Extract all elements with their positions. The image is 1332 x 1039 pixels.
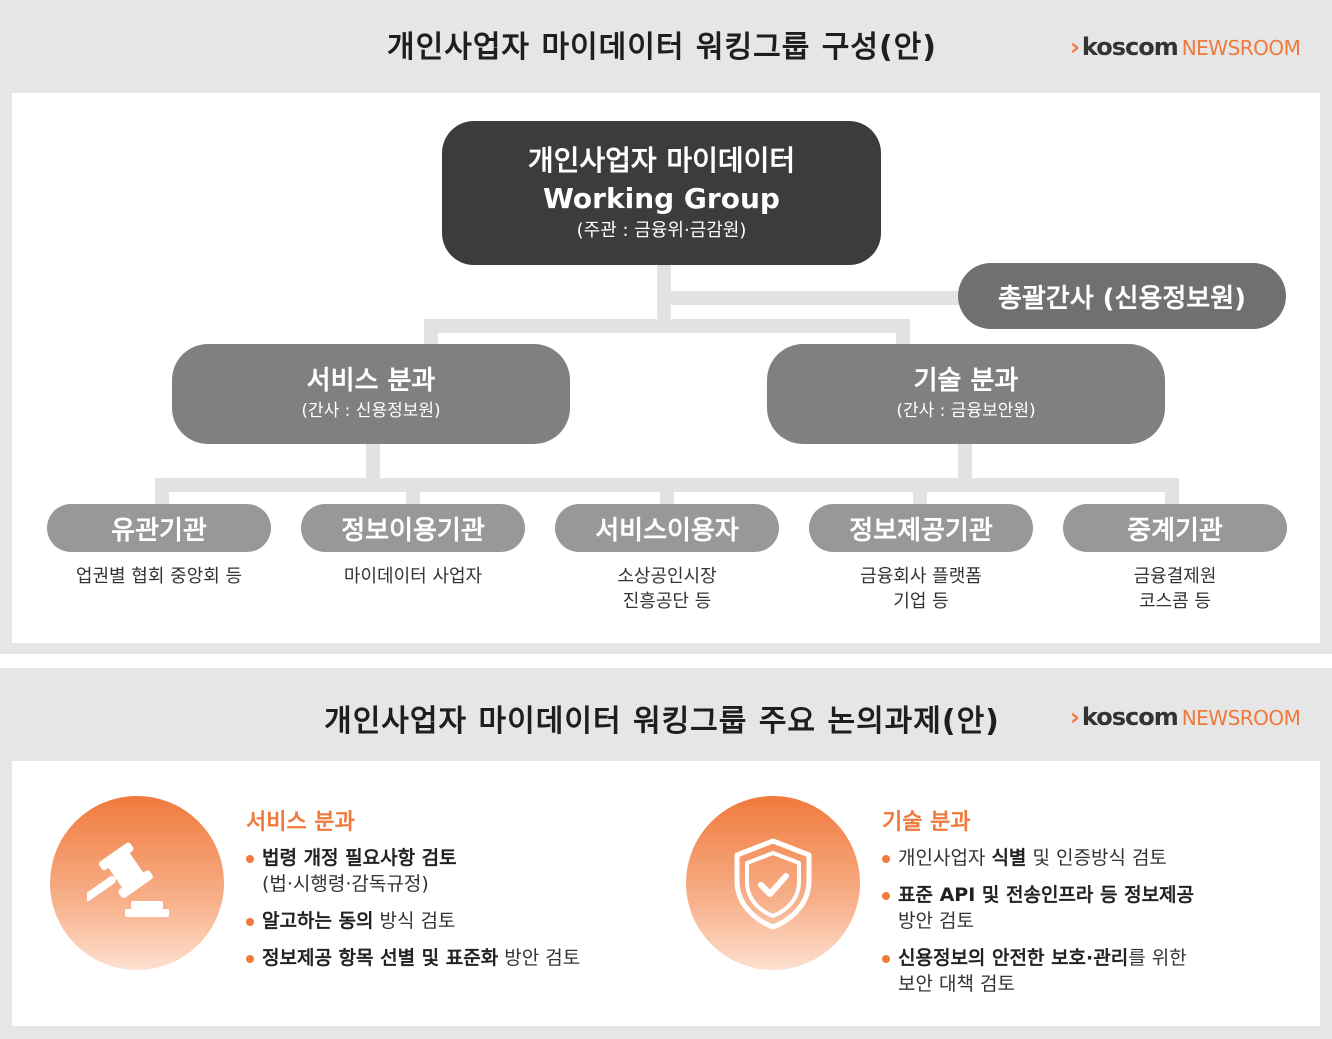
discussion-panel	[12, 761, 1320, 1026]
org-name: 중계기관	[1127, 515, 1223, 546]
task-text-pre: 개인사업자	[898, 847, 992, 869]
org-desc-line2: 진흥공단 등	[622, 591, 712, 612]
brand-suffix: NEWSROOM	[1181, 706, 1301, 730]
koscom-newsroom-logo: › koscom NEWSROOM	[1070, 703, 1301, 731]
org-box-info-user: 정보이용기관	[301, 504, 525, 552]
working-group-line1: 개인사업자 마이데이터	[527, 144, 796, 177]
task-text: 방식 검토	[373, 910, 456, 932]
org-name: 서비스이용자	[595, 515, 739, 546]
list-item: 개인사업자 식별 및 인증방식 검토	[882, 845, 1302, 871]
gavel-icon	[50, 796, 224, 970]
tech-division-box: 기술 분과 (간사 : 금융보안원)	[767, 344, 1165, 444]
org-desc-line1: 금융회사 플랫폼	[860, 566, 982, 587]
connector-tech-down	[958, 440, 972, 484]
connector-org2	[406, 478, 420, 510]
tech-task-list: 개인사업자 식별 및 인증방식 검토 표준 API 및 전송인프라 등 정보제공…	[882, 845, 1302, 1008]
org-name: 유관기관	[111, 515, 207, 546]
connector-org4	[913, 478, 927, 510]
section1-title: 개인사업자 마이데이터 워킹그룹 구성(안)	[387, 30, 937, 65]
org-desc-relay: 금융결제원 코스콤 등	[1063, 564, 1287, 614]
org-name: 정보제공기관	[849, 515, 993, 546]
org-desc-line1: 금융결제원	[1133, 566, 1217, 587]
org-desc-line2: 기업 등	[893, 591, 949, 612]
task-line2: 보안 대책 검토	[898, 973, 1015, 995]
list-item: 정보제공 항목 선별 및 표준화 방안 검토	[246, 945, 666, 971]
shield-check-icon	[686, 796, 860, 970]
connector-service-down	[366, 440, 380, 484]
org-desc-info-provider: 금융회사 플랫폼 기업 등	[809, 564, 1033, 614]
connector-tech-drop	[896, 319, 910, 349]
org-desc-line1: 마이데이터 사업자	[343, 566, 483, 587]
list-item: 법령 개정 필요사항 검토 (법·시행령·감독규정)	[246, 845, 666, 897]
task-bold: 알고하는 동의	[262, 910, 374, 932]
connector-divisions-horizontal	[424, 319, 910, 333]
working-group-box: 개인사업자 마이데이터 Working Group (주관 : 금융위·금감원)	[442, 121, 881, 265]
task-text: 및 인증방식 검토	[1026, 847, 1167, 869]
tech-section-title: 기술 분과	[882, 810, 971, 835]
task-text: 를 위한	[1128, 947, 1187, 969]
service-division-sub: (간사 : 신용정보원)	[301, 401, 441, 421]
service-section-title: 서비스 분과	[246, 810, 355, 835]
connector-coordinator	[671, 291, 963, 305]
brand-name: koscom	[1081, 33, 1179, 61]
task-bold: 식별	[991, 847, 1027, 869]
org-desc-service-user: 소상공인시장 진흥공단 등	[555, 564, 779, 614]
task-line2: (법·시행령·감독규정)	[262, 873, 429, 895]
task-bold: 정보제공 항목 선별 및 표준화	[262, 947, 499, 969]
brand-suffix: NEWSROOM	[1181, 36, 1301, 60]
section-separator	[0, 654, 1332, 668]
koscom-newsroom-logo: › koscom NEWSROOM	[1070, 33, 1301, 61]
tech-division-name: 기술 분과	[913, 366, 1019, 396]
tech-division-sub: (간사 : 금융보안원)	[896, 401, 1036, 421]
list-item: 신용정보의 안전한 보호·관리를 위한 보안 대책 검토	[882, 945, 1302, 997]
connector-org1	[155, 478, 169, 510]
working-group-sub: (주관 : 금융위·금감원)	[576, 220, 747, 241]
org-desc-line1: 소상공인시장	[617, 566, 717, 587]
org-name: 정보이용기관	[341, 515, 485, 546]
connector-service-drop	[424, 319, 438, 349]
list-item: 알고하는 동의 방식 검토	[246, 908, 666, 934]
org-box-relay: 중계기관	[1063, 504, 1287, 552]
coordinator-label: 총괄간사 (신용정보원)	[997, 283, 1247, 314]
org-box-service-user: 서비스이용자	[555, 504, 779, 552]
connector-top-vertical	[657, 264, 671, 320]
brand-name: koscom	[1081, 703, 1179, 731]
org-box-info-provider: 정보제공기관	[809, 504, 1033, 552]
service-division-name: 서비스 분과	[306, 366, 436, 396]
org-box-related: 유관기관	[47, 504, 271, 552]
task-bold: 신용정보의 안전한 보호·관리	[898, 947, 1129, 969]
org-desc-info-user: 마이데이터 사업자	[301, 564, 525, 589]
task-bold: 법령 개정 필요사항 검토	[262, 847, 457, 869]
brand-chevron-icon: ›	[1070, 33, 1080, 61]
list-item: 표준 API 및 전송인프라 등 정보제공 방안 검토	[882, 882, 1302, 934]
service-task-list: 법령 개정 필요사항 검토 (법·시행령·감독규정) 알고하는 동의 방식 검토…	[246, 845, 666, 982]
task-bold: 표준 API 및 전송인프라 등 정보제공	[898, 884, 1195, 906]
section2-title: 개인사업자 마이데이터 워킹그룹 주요 논의과제(안)	[324, 704, 1000, 739]
org-desc-related: 업권별 협회 중앙회 등	[47, 564, 271, 589]
coordinator-box: 총괄간사 (신용정보원)	[958, 263, 1286, 329]
service-division-box: 서비스 분과 (간사 : 신용정보원)	[172, 344, 570, 444]
org-desc-line2: 코스콤 등	[1139, 591, 1211, 612]
task-text: 방안 검토	[498, 947, 581, 969]
connector-org3	[660, 478, 674, 510]
brand-chevron-icon: ›	[1070, 703, 1080, 731]
working-group-line2: Working Group	[543, 182, 780, 215]
org-desc-line1: 업권별 협회 중앙회 등	[75, 566, 243, 587]
task-line2: 방안 검토	[898, 910, 974, 932]
connector-org5	[1165, 478, 1179, 510]
